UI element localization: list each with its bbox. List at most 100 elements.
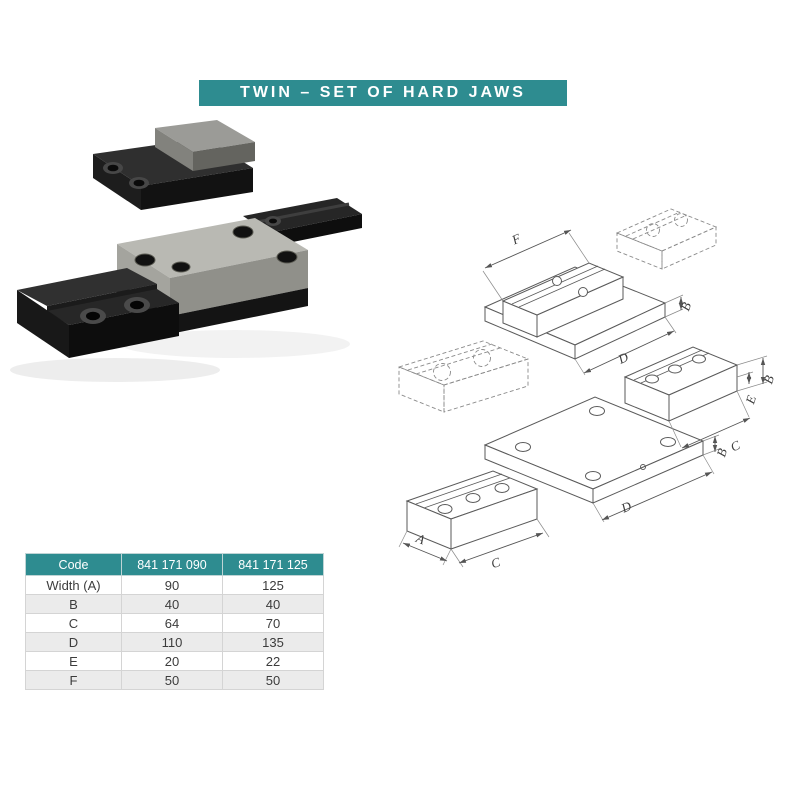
jaws-photo-graphic [10, 120, 362, 382]
cell-value: 135 [222, 632, 324, 652]
dim-label-b: B [677, 300, 694, 313]
face [17, 268, 157, 306]
face [170, 288, 308, 334]
technical-drawing: F B D B E [385, 195, 785, 595]
dim-b-right-jaw: B [736, 355, 777, 392]
hole [269, 218, 277, 224]
row-label: C [25, 613, 122, 633]
ext-line [702, 454, 715, 475]
hole [578, 287, 588, 297]
hole [171, 261, 191, 273]
dimension-drawing: F B D B E [397, 208, 777, 571]
face [117, 218, 308, 278]
dim-line [484, 229, 572, 269]
hole [473, 349, 491, 367]
dim-b-upper: B [664, 294, 694, 318]
groove [625, 211, 681, 237]
row-label: Width (A) [25, 575, 122, 595]
hole [276, 250, 298, 264]
face [443, 358, 529, 413]
ext-line [668, 420, 682, 448]
dim-line [681, 417, 751, 449]
hole [645, 374, 659, 384]
column-header-code-090: 841 171 090 [121, 553, 223, 576]
hole [585, 471, 601, 481]
dim-label-f: F [509, 230, 524, 248]
hole [86, 311, 100, 321]
face [170, 250, 308, 316]
hole [130, 300, 144, 310]
table-row: F 50 50 [25, 670, 324, 690]
cell-value: 22 [222, 651, 324, 671]
face [616, 232, 663, 270]
phantom-jaw-left [397, 340, 530, 413]
ext-line [536, 518, 550, 538]
cell-value: 40 [121, 594, 223, 614]
hole [660, 437, 676, 447]
ext-line [574, 358, 586, 376]
table-row: C 64 70 [25, 613, 324, 633]
face [155, 128, 193, 171]
cell-value: 125 [222, 575, 324, 595]
right-jaw [623, 346, 739, 422]
face [398, 366, 445, 413]
hole [668, 364, 682, 374]
cell-value: 40 [222, 594, 324, 614]
table-row: Width (A) 90 125 [25, 575, 324, 595]
table-row: D 110 135 [25, 632, 324, 652]
face [17, 290, 69, 358]
face [268, 214, 362, 247]
page-title: TWIN – SET OF HARD JAWS [240, 84, 526, 101]
dim-label-c: C [489, 554, 502, 571]
groove [407, 343, 493, 371]
jaw-bottom-left [17, 268, 179, 358]
ext-line [736, 371, 754, 378]
hole [646, 223, 660, 237]
cell-value: 50 [222, 670, 324, 690]
row-label: D [25, 632, 122, 652]
ext-line [450, 548, 464, 568]
face [69, 303, 179, 358]
column-header-code: Code [25, 553, 122, 576]
cell-value: 50 [121, 670, 223, 690]
ext-line [568, 232, 590, 264]
table-row: B 40 40 [25, 594, 324, 614]
hole [134, 253, 156, 267]
ext-line [736, 390, 750, 418]
cell-value: 70 [222, 613, 324, 633]
hole [133, 179, 145, 187]
shadow [10, 358, 220, 382]
row-label: F [25, 670, 122, 690]
hole [433, 363, 451, 381]
table-row: E 20 22 [25, 651, 324, 671]
groove [415, 473, 503, 505]
lower-left-jaw [405, 470, 539, 550]
ext-line [736, 381, 768, 392]
cell-value: 20 [121, 651, 223, 671]
face [661, 226, 717, 270]
hole [465, 493, 481, 503]
groove [518, 268, 606, 308]
product-photo [5, 112, 375, 427]
face [193, 142, 255, 171]
hole [692, 354, 706, 364]
hole [589, 406, 605, 416]
ext-line [398, 530, 408, 548]
dim-line [601, 471, 713, 521]
face [501, 262, 625, 316]
hole [552, 276, 562, 286]
dim-b-plate: B [702, 434, 730, 459]
dim-line [402, 542, 448, 562]
groove [423, 477, 511, 509]
dimensions-table: Code 841 171 090 841 171 125 Width (A) 9… [25, 553, 324, 690]
dim-label-c: C [728, 437, 742, 454]
face [397, 340, 530, 386]
shadow [120, 330, 350, 358]
cell-value: 90 [121, 575, 223, 595]
notch [640, 464, 646, 470]
groove [632, 214, 688, 240]
groove [415, 347, 501, 375]
ext-line [664, 316, 677, 334]
cell-value: 64 [121, 613, 223, 633]
